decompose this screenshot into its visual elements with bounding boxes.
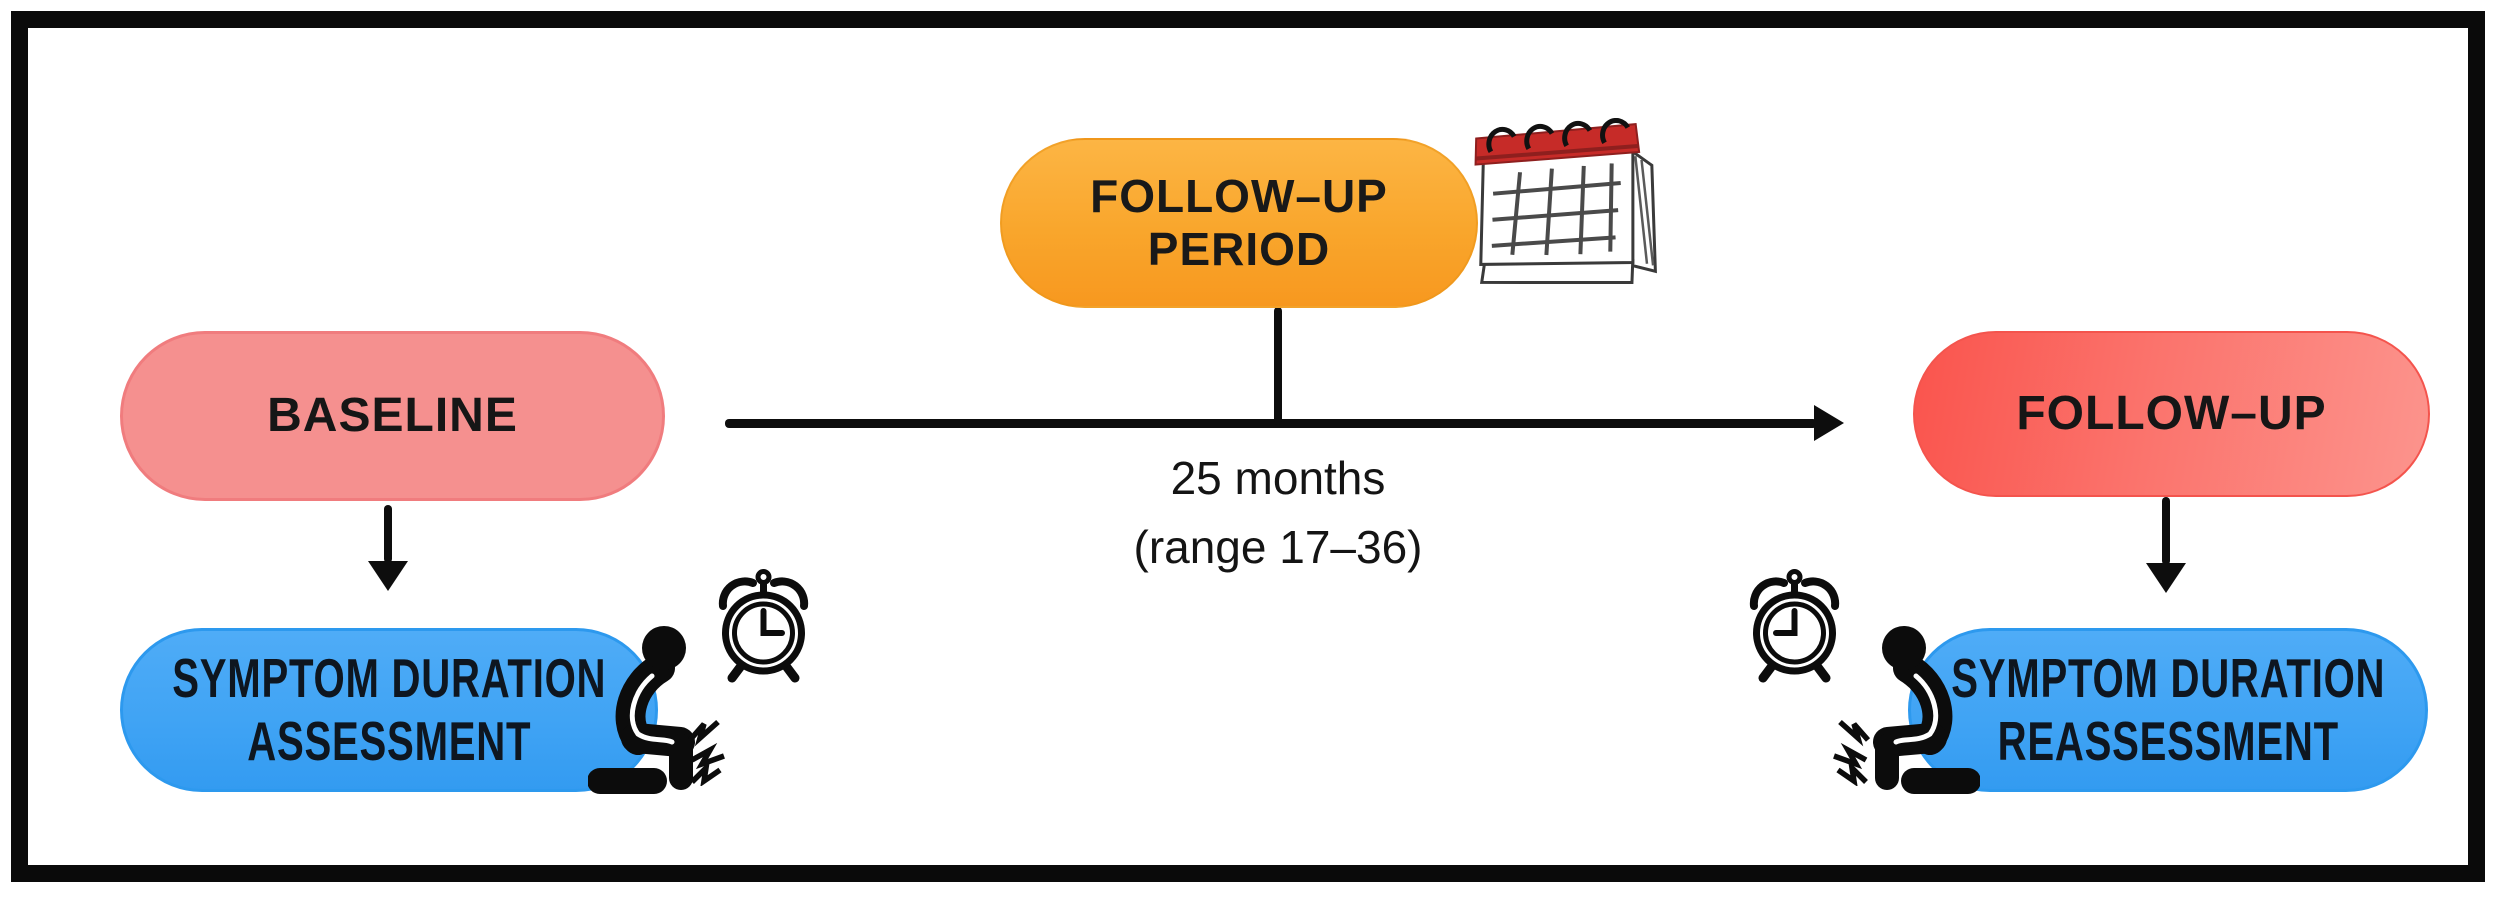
alarm-clock-icon	[1749, 569, 1840, 683]
interval-duration-text: 25 months (range 17–36)	[1028, 444, 1528, 582]
follow-up-down-arrowhead-icon	[2146, 563, 2186, 593]
period-connector-line	[1274, 307, 1282, 425]
follow-up-period-pill: FOLLOW–UP PERIOD	[1000, 138, 1478, 308]
timeline-arrowhead-icon	[1814, 405, 1844, 441]
baseline-pill: BASELINE	[120, 331, 665, 501]
alarm-clock-icon	[718, 569, 809, 683]
symptom-duration-assessment-label: SYMPTOM DURATION ASSESSMENT	[171, 646, 607, 772]
symptom-duration-assessment-pill: SYMPTOM DURATION ASSESSMENT	[120, 628, 658, 792]
kneeling-person-knee-pain-icon	[588, 626, 695, 794]
flip-calendar-icon	[1474, 118, 1657, 285]
symptom-duration-reassessment-pill: SYMPTOM DURATION REASSESSMENT	[1908, 628, 2428, 792]
follow-up-down-arrow-line	[2162, 497, 2170, 565]
baseline-label: BASELINE	[267, 389, 518, 443]
follow-up-label: FOLLOW–UP	[2016, 387, 2327, 441]
interval-range: (range 17–36)	[1133, 521, 1423, 573]
baseline-down-arrow-line	[384, 505, 392, 563]
baseline-down-arrowhead-icon	[368, 561, 408, 591]
timeline-line	[725, 419, 1817, 428]
pain-bolts-icon	[688, 719, 725, 786]
follow-up-period-label: FOLLOW–UP PERIOD	[1090, 170, 1388, 275]
symptom-duration-reassessment-label: SYMPTOM DURATION REASSESSMENT	[1950, 646, 2386, 772]
kneeling-person-knee-pain-icon	[1873, 626, 1980, 794]
figure-border-frame: FOLLOW–UP PERIOD	[11, 11, 2485, 882]
interval-duration: 25 months	[1170, 452, 1386, 504]
follow-up-pill: FOLLOW–UP	[1913, 331, 2430, 497]
pain-bolts-icon	[1833, 719, 1870, 786]
